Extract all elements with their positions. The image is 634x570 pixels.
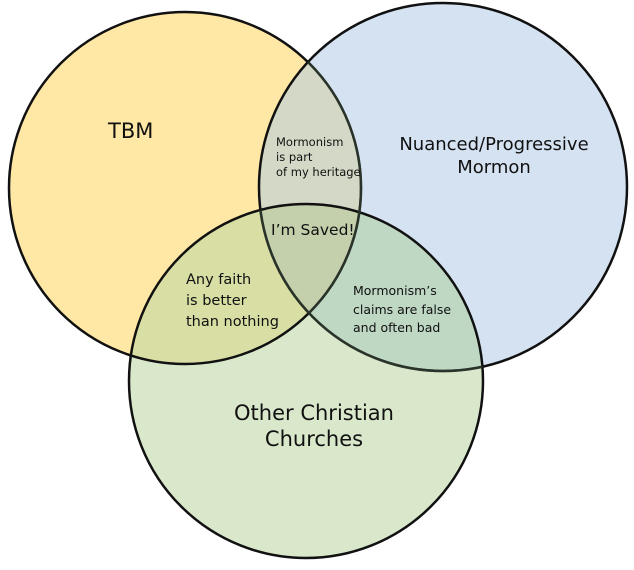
overlap-line: is part — [276, 150, 313, 164]
christian-label-line2: Churches — [264, 427, 364, 452]
tbm-label: TBM — [108, 119, 154, 143]
nuanced-label-line1: Nuanced/Progressive — [399, 134, 589, 155]
all-overlap-label: I’m Saved! — [271, 221, 355, 239]
nuanced-christian-label: Mormonism’s claims are false and often b… — [353, 282, 451, 338]
overlap-line: of my heritage — [276, 165, 361, 179]
nuanced-label-line2: Mormon — [457, 156, 531, 178]
overlap-line: than nothing — [186, 314, 279, 330]
christian-label: Other Christian Churches — [226, 400, 402, 453]
tbm-nuanced-label: Mormonism is part of my heritage — [276, 135, 361, 180]
nuanced-label: Nuanced/Progressive Mormon — [396, 134, 592, 179]
overlap-line: claims are false — [353, 301, 452, 317]
overlap-line: is better — [186, 293, 247, 309]
christian-label-line1: Other Christian — [234, 401, 394, 425]
tbm-christian-overlap — [129, 204, 361, 364]
overlap-line: Mormonism — [276, 135, 344, 149]
nuanced-christian-overlap — [259, 204, 483, 371]
overlap-line: Any faith — [186, 272, 252, 288]
overlap-line: and often bad — [353, 320, 441, 335]
overlap-line: Mormonism’s — [353, 283, 437, 298]
tbm-christian-label: Any faith is better than nothing — [186, 270, 279, 333]
